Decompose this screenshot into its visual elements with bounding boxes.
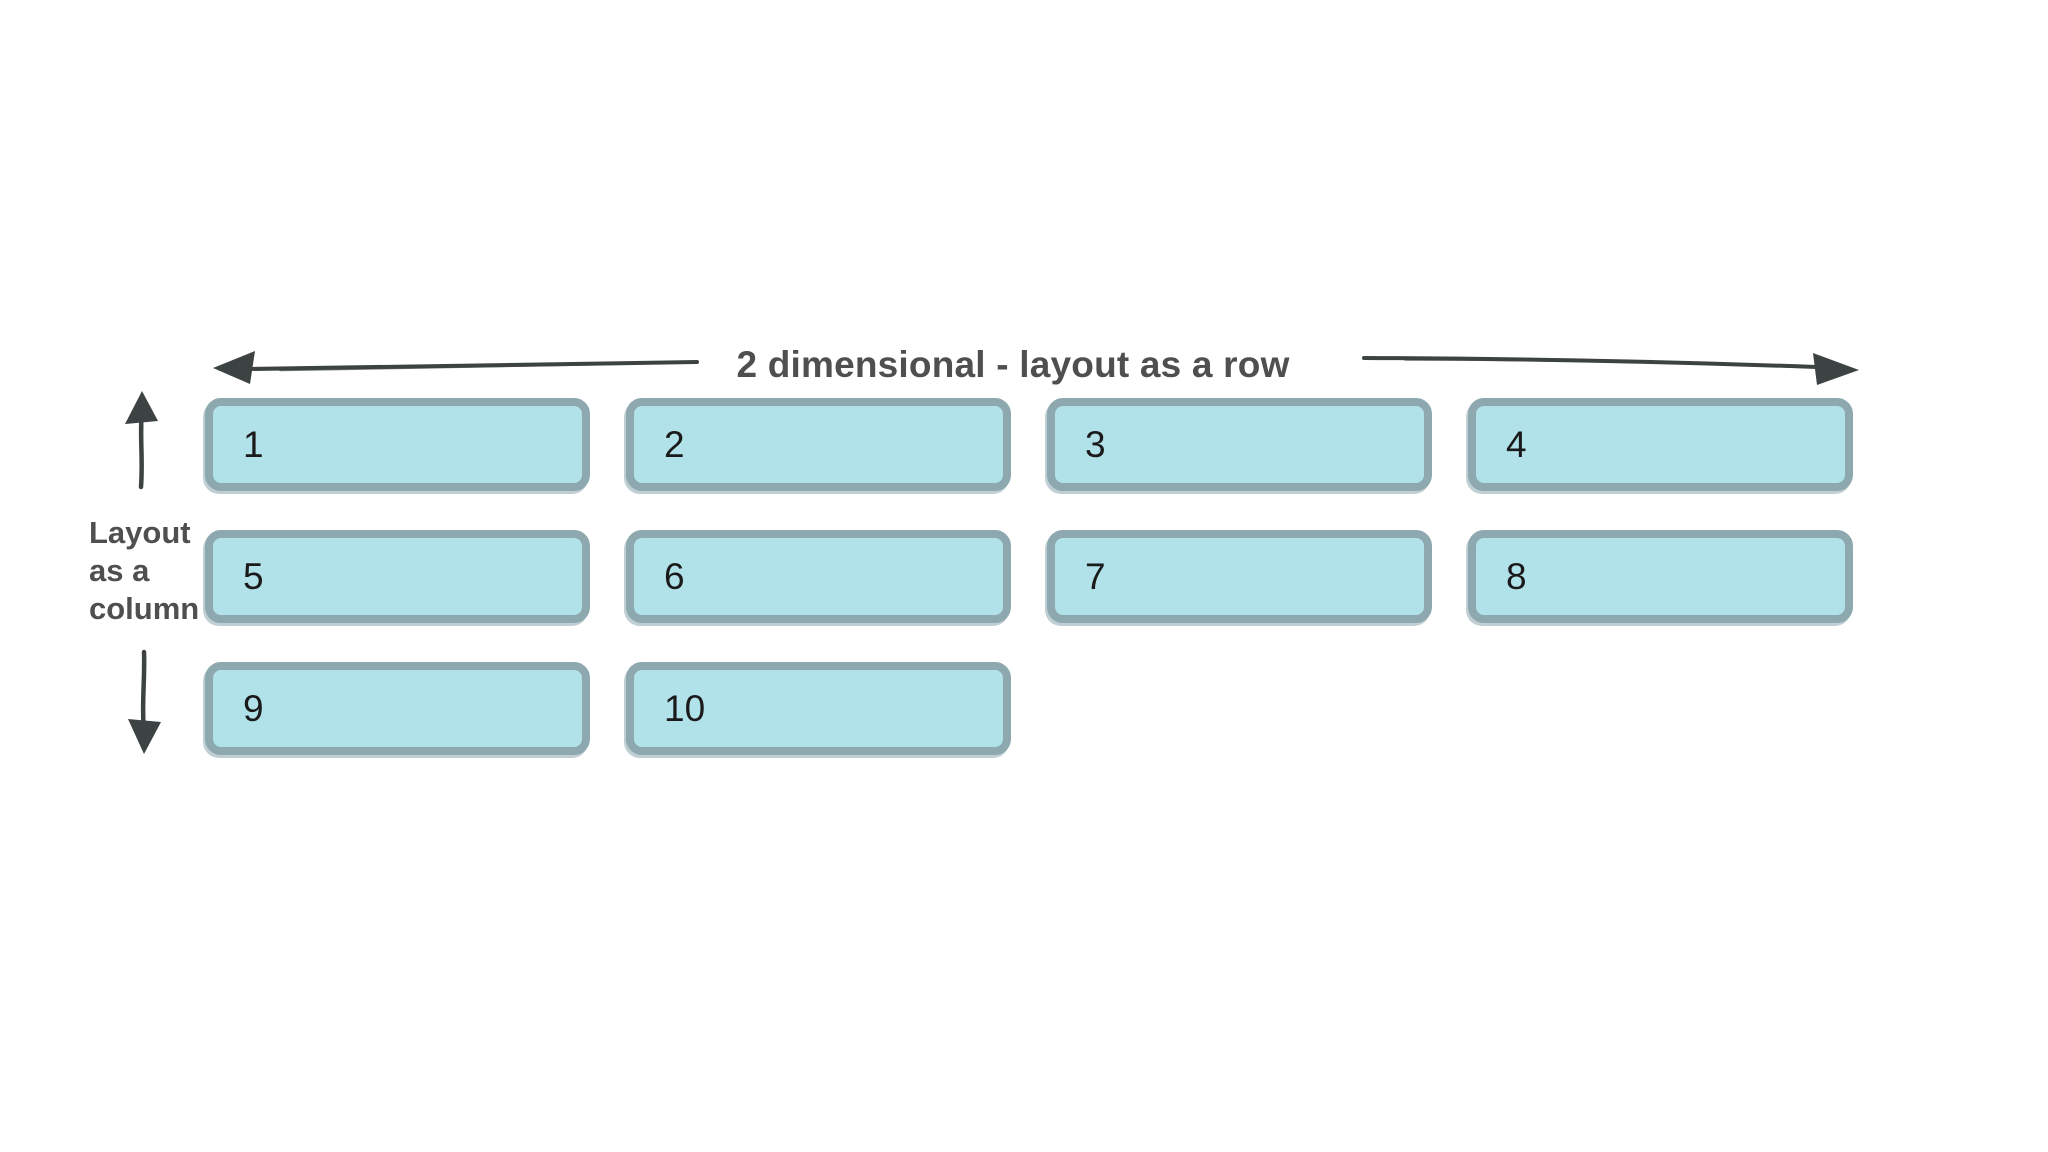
column-axis-label-line: column	[89, 591, 200, 626]
box-number: 9	[243, 688, 264, 729]
box-number: 8	[1506, 556, 1527, 597]
grid-box: 3	[1047, 398, 1432, 491]
diagram-title: 2 dimensional - layout as a row	[736, 344, 1290, 385]
grid-box: 4	[1468, 398, 1853, 491]
grid-box: 8	[1468, 530, 1853, 623]
arrow-left-icon	[213, 351, 699, 384]
grid-box: 2	[626, 398, 1011, 491]
box-number: 1	[243, 424, 264, 465]
column-axis-label: Layout as a column	[89, 514, 199, 628]
grid-box: 5	[205, 530, 590, 623]
arrow-right-icon	[1362, 353, 1859, 385]
grid-box: 9	[205, 662, 590, 755]
box-number: 5	[243, 556, 264, 597]
column-axis-label-line: as a	[89, 553, 150, 588]
box-number: 10	[664, 688, 706, 729]
box-number: 3	[1085, 424, 1106, 465]
box-number: 7	[1085, 556, 1106, 597]
box-grid: 1 2 3 4 5 6 7 8 9 10	[205, 398, 1853, 755]
grid-box: 10	[626, 662, 1011, 755]
arrow-up-icon	[125, 391, 158, 490]
grid-box: 1	[205, 398, 590, 491]
box-number: 4	[1506, 424, 1527, 465]
arrow-down-icon	[128, 649, 161, 754]
column-axis-label-line: Layout	[89, 515, 191, 550]
grid-box: 6	[626, 530, 1011, 623]
box-number: 6	[664, 556, 685, 597]
box-number: 2	[664, 424, 685, 465]
grid-box: 7	[1047, 530, 1432, 623]
